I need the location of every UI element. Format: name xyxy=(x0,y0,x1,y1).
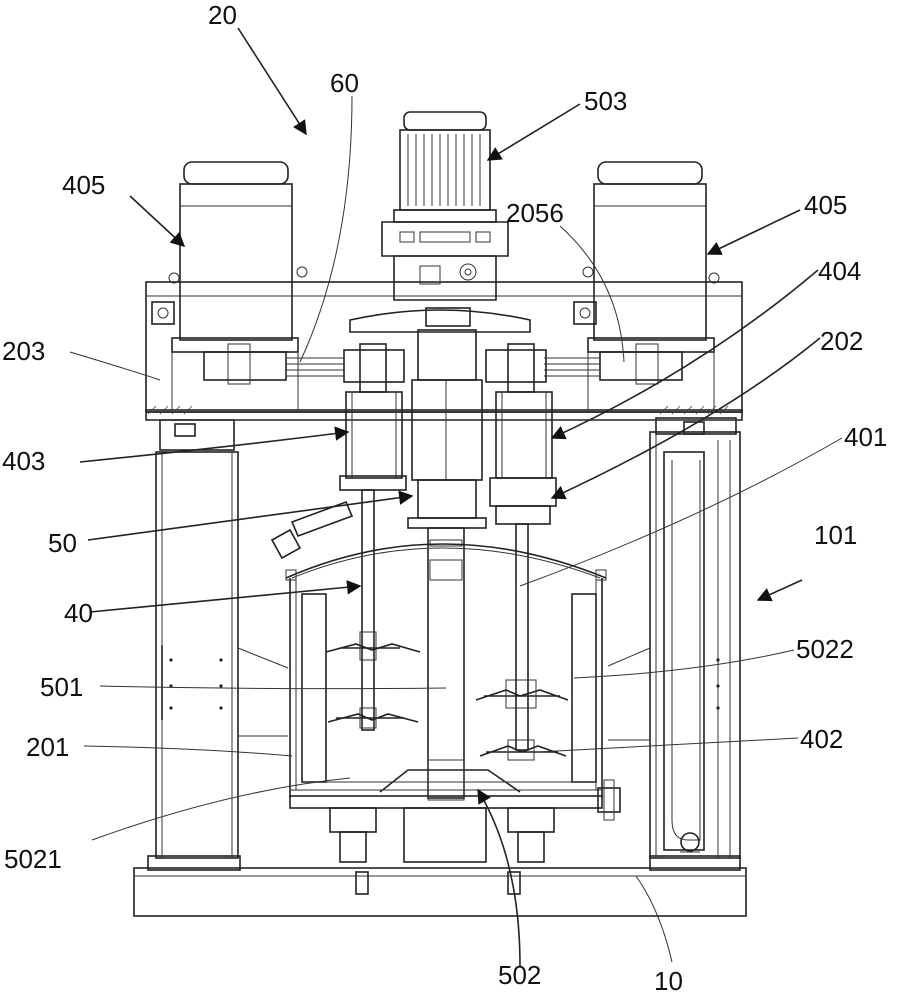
leader-lines xyxy=(69,27,843,967)
label-502: 502 xyxy=(498,960,541,990)
label-202: 202 xyxy=(820,326,863,356)
label-405-right: 405 xyxy=(804,190,847,220)
left-motor xyxy=(171,161,299,410)
label-405-left: 405 xyxy=(62,170,105,200)
top-gantry xyxy=(145,266,743,421)
label-503: 503 xyxy=(584,86,627,116)
right-agitator xyxy=(475,343,569,761)
label-403: 403 xyxy=(2,446,45,476)
label-50: 50 xyxy=(48,528,77,558)
label-60: 60 xyxy=(330,68,359,98)
label-5021: 5021 xyxy=(4,844,62,874)
label-20: 20 xyxy=(208,0,237,30)
center-motor xyxy=(349,111,531,333)
mixing-vessel xyxy=(270,500,621,863)
label-201: 201 xyxy=(26,732,69,762)
label-404: 404 xyxy=(818,256,861,286)
part-labels: 20 60 503 405 405 2056 404 203 202 401 4… xyxy=(2,0,887,996)
label-10: 10 xyxy=(654,966,683,996)
belt-drive xyxy=(203,343,683,385)
label-5022: 5022 xyxy=(796,634,854,664)
right-motor xyxy=(587,161,715,410)
base-frame xyxy=(133,855,747,917)
label-501: 501 xyxy=(40,672,83,702)
left-column xyxy=(155,419,289,859)
label-401: 401 xyxy=(844,422,887,452)
center-scraper-shaft xyxy=(379,307,521,801)
label-402: 402 xyxy=(800,724,843,754)
right-column xyxy=(607,417,741,859)
label-2056: 2056 xyxy=(506,198,564,228)
left-agitator xyxy=(325,343,421,731)
label-40: 40 xyxy=(64,598,93,628)
label-203: 203 xyxy=(2,336,45,366)
label-101: 101 xyxy=(814,520,857,550)
